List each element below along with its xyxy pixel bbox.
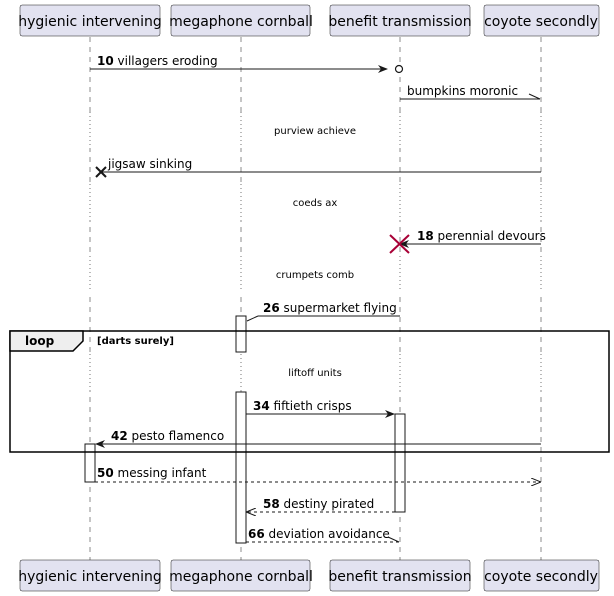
svg-text:66 deviation avoidance: 66 deviation avoidance xyxy=(248,527,390,541)
message-bumpkins: bumpkins moronic xyxy=(400,84,541,100)
activation-bar xyxy=(235,391,247,544)
participant-label: megaphone cornball xyxy=(169,569,313,585)
participants-bottom: hygienic intervening megaphone cornball … xyxy=(18,559,600,592)
divider-label: liftoff units xyxy=(288,368,342,379)
activation-bar xyxy=(394,413,406,513)
message-label: supermarket flying xyxy=(284,301,397,315)
participant-label: coyote secondly xyxy=(484,569,598,585)
loop-guard: [darts surely] xyxy=(97,336,174,347)
message-label: jigsaw sinking xyxy=(107,157,192,171)
participant-coyote-footer: coyote secondly xyxy=(483,559,600,592)
message-label: perennial devours xyxy=(438,229,546,243)
circle-endpoint-icon xyxy=(394,64,404,74)
participant-label: hygienic intervening xyxy=(18,569,162,585)
svg-text:10 villagers eroding: 10 villagers eroding xyxy=(97,54,218,68)
activations xyxy=(84,315,406,544)
message-number: 50 xyxy=(97,466,114,480)
message-label: destiny pirated xyxy=(284,497,375,511)
messages: 10 villagers eroding bumpkins moronic ji… xyxy=(90,54,546,543)
destroy-x-icon xyxy=(95,166,107,178)
loop-tab xyxy=(9,330,84,352)
participant-megaphone-footer: megaphone cornball xyxy=(169,559,313,592)
message-number: 10 xyxy=(97,54,114,68)
message-10: 10 villagers eroding xyxy=(90,54,404,74)
svg-text:26 supermarket flying: 26 supermarket flying xyxy=(263,301,397,315)
participant-hygienic-footer: hygienic intervening xyxy=(18,559,162,592)
message-42: 42 pesto flamenco xyxy=(95,429,541,448)
message-number: 58 xyxy=(263,497,280,511)
message-label: messing infant xyxy=(118,466,207,480)
destroy-x-icon xyxy=(389,234,410,254)
message-label: fiftieth crisps xyxy=(274,399,352,413)
participants-top: hygienic intervening megaphone cornball … xyxy=(18,4,600,37)
activation-bar xyxy=(84,443,96,483)
participant-label: benefit transmission xyxy=(328,569,471,585)
message-label: deviation avoidance xyxy=(269,527,390,541)
message-34: 34 fiftieth crisps xyxy=(246,399,395,418)
message-26: 26 supermarket flying xyxy=(246,301,400,322)
svg-text:58 destiny pirated: 58 destiny pirated xyxy=(263,497,374,511)
svg-text:34 fiftieth crisps: 34 fiftieth crisps xyxy=(253,399,352,413)
divider-label: coeds ax xyxy=(293,198,338,209)
participant-benefit-footer: benefit transmission xyxy=(328,559,472,592)
participant-label: hygienic intervening xyxy=(18,14,162,30)
divider-label: purview achieve xyxy=(274,126,356,137)
activation-bar xyxy=(235,315,247,353)
loop-frame xyxy=(9,330,610,453)
message-number: 34 xyxy=(253,399,270,413)
message-number: 18 xyxy=(417,229,434,243)
dividers: purview achieve coeds ax crumpets comb l… xyxy=(274,126,356,379)
participant-benefit: benefit transmission xyxy=(328,4,472,37)
lifelines xyxy=(89,37,542,560)
participant-coyote: coyote secondly xyxy=(483,4,600,37)
message-jigsaw: jigsaw sinking xyxy=(95,157,541,178)
message-58: 58 destiny pirated xyxy=(247,497,395,512)
svg-text:18 perennial devours: 18 perennial devours xyxy=(417,229,546,243)
loop-fragment: loop [darts surely] xyxy=(9,330,610,453)
divider-label: crumpets comb xyxy=(276,270,354,281)
message-label: bumpkins moronic xyxy=(407,84,518,98)
message-50: 50 messing infant xyxy=(95,466,540,482)
message-number: 42 xyxy=(111,429,128,443)
participant-label: coyote secondly xyxy=(484,14,598,30)
message-66: 66 deviation avoidance xyxy=(246,527,400,543)
message-label: villagers eroding xyxy=(118,54,218,68)
divider-dots xyxy=(89,112,542,390)
participant-megaphone: megaphone cornball xyxy=(169,4,313,37)
message-label: pesto flamenco xyxy=(132,429,225,443)
svg-text:42 pesto flamenco: 42 pesto flamenco xyxy=(111,429,224,443)
participant-hygienic: hygienic intervening xyxy=(18,4,162,37)
divider-gaps xyxy=(80,112,550,390)
message-number: 26 xyxy=(263,301,280,315)
svg-text:50 messing infant: 50 messing infant xyxy=(97,466,207,480)
participant-label: megaphone cornball xyxy=(169,14,313,30)
loop-keyword: loop xyxy=(25,334,55,348)
message-18: 18 perennial devours xyxy=(389,229,546,254)
participant-label: benefit transmission xyxy=(328,14,471,30)
message-number: 66 xyxy=(248,527,265,541)
